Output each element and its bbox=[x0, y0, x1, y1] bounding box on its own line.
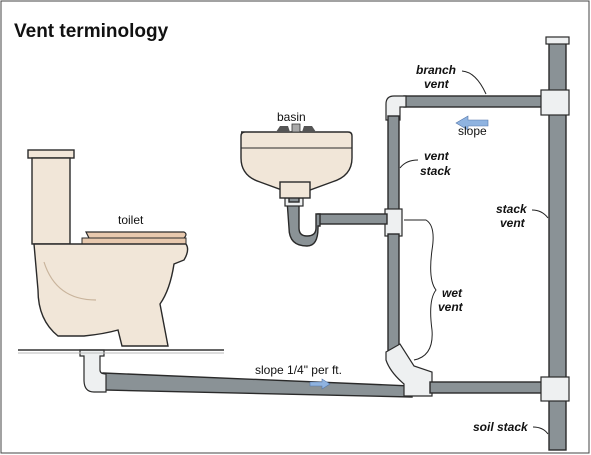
basin-handle-left bbox=[276, 126, 290, 132]
wet-vent-label-1: wet bbox=[442, 286, 463, 300]
basin-faucet bbox=[291, 123, 301, 133]
branch-vent-tee bbox=[540, 89, 570, 116]
wye-fitting bbox=[385, 343, 433, 397]
stack-top-cap bbox=[545, 36, 570, 45]
stack-vent-leader bbox=[531, 209, 549, 219]
basin-label: basin bbox=[277, 110, 306, 124]
wet-vent-label-2: vent bbox=[438, 300, 464, 314]
toilet-seat bbox=[81, 237, 187, 245]
stack-vent-label-1: stack bbox=[496, 202, 528, 216]
branch-vent-label-1: branch bbox=[416, 63, 456, 77]
basin-handle-right bbox=[302, 126, 316, 132]
basin-trap-arm bbox=[317, 213, 388, 225]
closet-bend bbox=[79, 349, 107, 393]
branch-vent-elbow bbox=[385, 95, 407, 121]
soil-stack-leader bbox=[532, 426, 549, 435]
slope-bottom-label: slope 1/4" per ft. bbox=[255, 363, 342, 377]
vent-stack-pipe bbox=[387, 115, 400, 217]
diagram-title: Vent terminology bbox=[14, 21, 169, 42]
slope-arrow-bottom bbox=[309, 378, 331, 390]
stack-vent-label-2: vent bbox=[500, 216, 526, 230]
toilet-bowl-shade bbox=[43, 261, 97, 301]
drain-to-stack-pipe bbox=[429, 381, 549, 394]
basin-pedestal bbox=[279, 181, 311, 199]
basin-p-trap bbox=[286, 199, 321, 247]
toilet-tank bbox=[31, 157, 71, 245]
wet-vent-bracket bbox=[404, 219, 437, 361]
vent-stack-label-1: vent bbox=[424, 149, 450, 163]
stack-base-tee bbox=[540, 376, 570, 402]
vent-stack-leader bbox=[399, 159, 419, 169]
soil-stack-label: soil stack bbox=[473, 420, 529, 434]
vent-stack-label-2: stack bbox=[420, 164, 452, 178]
slope-top-label: slope bbox=[458, 124, 487, 138]
slope-arrow-top bbox=[455, 115, 489, 131]
toilet-bowl bbox=[33, 243, 189, 347]
branch-vent-leader bbox=[461, 70, 487, 95]
branch-vent-label-2: vent bbox=[424, 77, 450, 91]
branch-vent-pipe bbox=[403, 95, 548, 108]
toilet-tank-lid bbox=[27, 149, 75, 159]
toilet-label: toilet bbox=[118, 213, 144, 227]
wet-vent-pipe bbox=[387, 233, 400, 355]
